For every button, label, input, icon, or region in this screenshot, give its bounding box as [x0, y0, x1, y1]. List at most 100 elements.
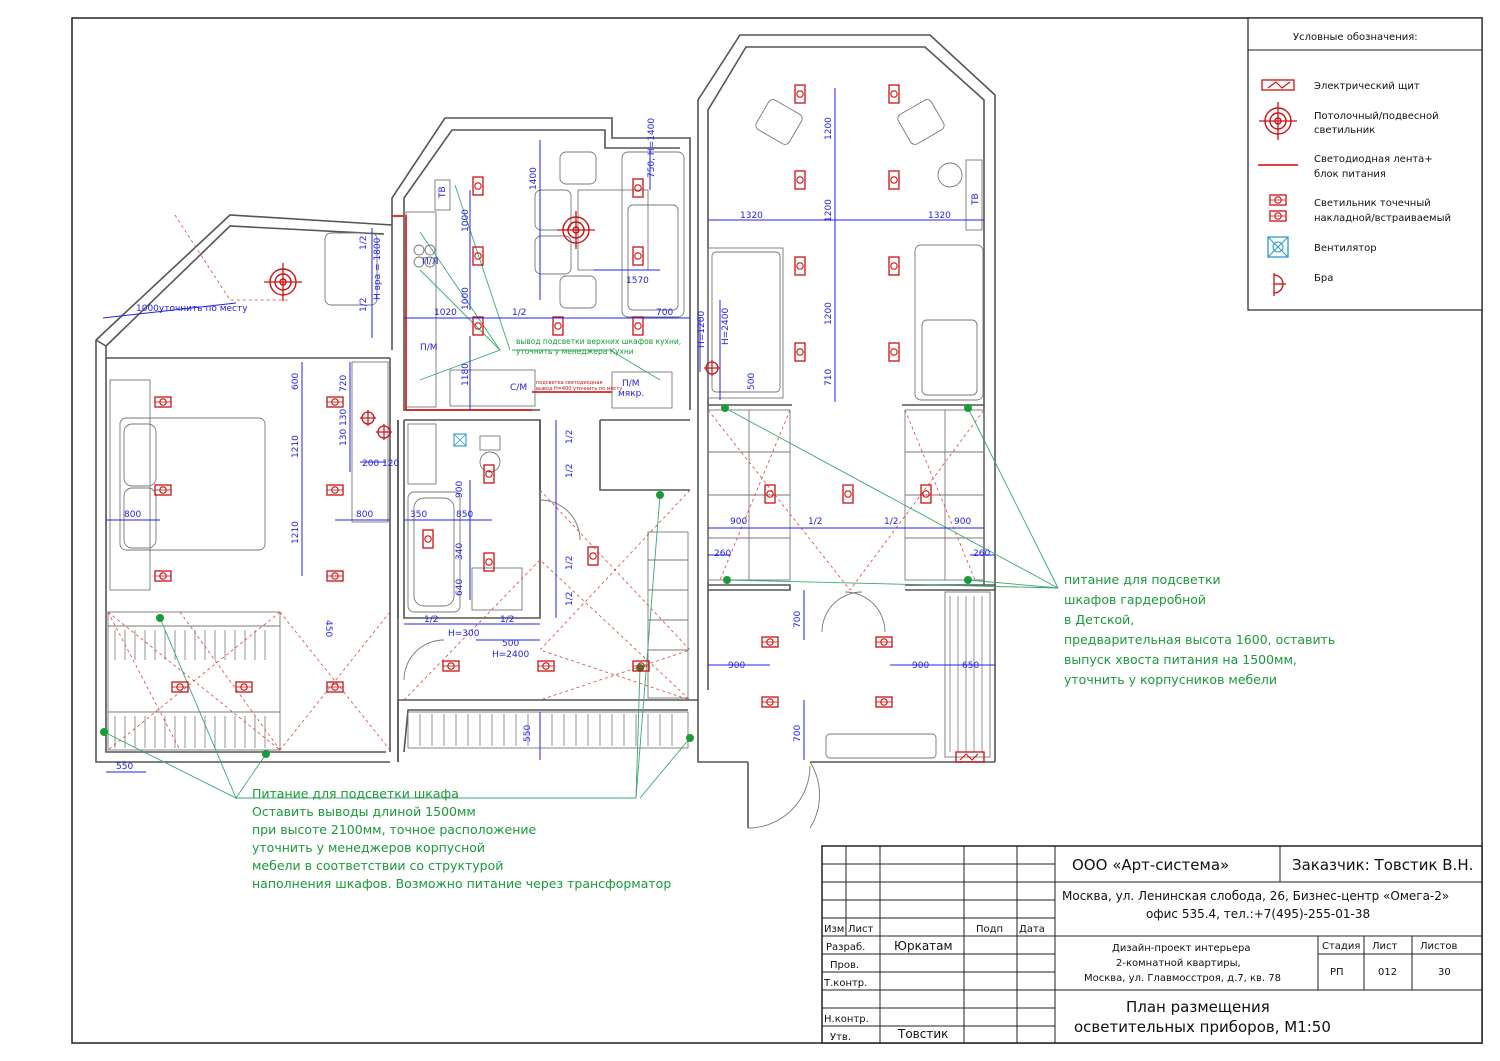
note-line: выпуск хвоста питания на 1500мм,	[1064, 652, 1297, 667]
stage-header: Стадия	[1322, 941, 1360, 952]
dim-label: 120	[382, 459, 399, 469]
legend: Условные обозначения: Электрический щит …	[1247, 17, 1483, 311]
role-label: Утв.	[830, 1032, 851, 1043]
dim-label: 130	[339, 409, 349, 426]
dim-label: 850	[456, 510, 473, 520]
wardrobe-note-right: питание для подсветки шкафов гардеробной…	[1064, 572, 1335, 687]
note-line: в Детской,	[1064, 612, 1134, 627]
note-line: предварительная высота 1600, оставить	[1064, 632, 1335, 647]
role-label: Т.контр.	[823, 978, 867, 989]
dimension-lines	[102, 88, 995, 773]
dim-label: 1570	[626, 276, 649, 286]
legend-title: Условные обозначения:	[1293, 32, 1418, 43]
sheets-value: 30	[1438, 967, 1451, 978]
role-name: Товстик	[897, 1027, 948, 1041]
legend-label: светильник	[1314, 125, 1375, 136]
dim-label: 900	[728, 661, 745, 671]
dim-label: 260	[714, 549, 731, 559]
dim-label: 700	[793, 725, 803, 742]
appliance-label: С/М	[510, 383, 527, 393]
header-podp: Подп	[976, 924, 1003, 935]
note-line: Оставить выводы длиной 1500мм	[252, 804, 476, 819]
dim-label: 700	[656, 308, 673, 318]
dim-label: 350	[410, 510, 427, 520]
stage-value: РП	[1330, 967, 1344, 978]
company-address: Москва, ул. Ленинская слобода, 26, Бизне…	[1062, 889, 1449, 903]
note-line: Питание для подсветки шкафа	[252, 786, 459, 801]
dim-label: 550	[523, 725, 533, 742]
note-line: уточнить у менеджеров корпусной	[252, 840, 485, 855]
dim-label: 1210	[291, 521, 301, 544]
legend-label: блок питания	[1314, 169, 1386, 180]
dim-label: 130	[339, 429, 349, 446]
legend-label: Светильник точечный	[1314, 198, 1431, 209]
role-label: Разраб.	[826, 942, 865, 953]
dim-label: 600	[291, 373, 301, 390]
dim-label: 1/2	[424, 615, 438, 625]
dim-label: 260	[973, 549, 990, 559]
tv-label: ТВ	[971, 193, 981, 206]
legend-label: Бра	[1314, 273, 1333, 284]
note-line: питание для подсветки	[1064, 572, 1221, 587]
dim-label: 1180	[461, 363, 471, 386]
dim-label: 340	[455, 543, 465, 560]
dim-label: 1210	[291, 435, 301, 458]
header-list: Лист	[848, 924, 874, 935]
spot-lights	[154, 84, 932, 708]
electrical-panel	[955, 751, 985, 763]
dim-label: H=2400	[492, 650, 529, 660]
dim-label: 1/2	[359, 298, 369, 312]
dim-label: 550	[116, 762, 133, 772]
role-label: Пров.	[830, 960, 859, 971]
ceiling-lamp	[556, 210, 596, 250]
kitchen-strip-note: подсветка светодиодная	[536, 380, 602, 386]
dim-label: H=1200	[697, 311, 707, 348]
dim-label: 1200	[824, 117, 834, 140]
legend-label: накладной/встраиваемый	[1314, 213, 1451, 224]
appliance-label: П/М	[622, 379, 640, 389]
drawing-title: План размещения	[1126, 998, 1270, 1016]
dim-label: 1/2	[884, 517, 898, 527]
note-line: уточнить у корпусников мебели	[1064, 672, 1277, 687]
sheets-header: Листов	[1420, 941, 1457, 952]
note-line: наполнения шкафов. Возможно питание чере…	[252, 876, 671, 891]
dim-label: 1/2	[512, 308, 526, 318]
note-line: мебели в соответствии со структурой	[252, 858, 503, 873]
dim-label: 1200	[824, 302, 834, 325]
dim-label: 200	[362, 459, 379, 469]
dim-label: 1400	[529, 167, 539, 190]
dim-label: 900	[455, 481, 465, 498]
dim-label: 1/2	[565, 592, 575, 606]
dim-label: H=2400	[721, 308, 731, 345]
dim-label: 650	[962, 661, 979, 671]
header-izm: Изм	[824, 924, 844, 935]
dim-label: 800	[124, 510, 141, 520]
legend-label: Электрический щит	[1314, 81, 1420, 92]
ceiling-lamp	[263, 262, 303, 302]
led-strips	[392, 215, 612, 411]
legend-label: Светодиодная лента+	[1314, 154, 1433, 165]
note-line: шкафов гардеробной	[1064, 592, 1206, 607]
sheet-header: Лист	[1372, 941, 1398, 952]
dim-label: 900	[912, 661, 929, 671]
dim-label: 450	[323, 620, 333, 637]
dimension-labels: 1000уточнить по месту 1/2 1/2 H вра = 18…	[116, 117, 990, 772]
project-line: 2-комнатной квартиры,	[1116, 958, 1241, 969]
legend-label: Вентилятор	[1314, 243, 1377, 254]
dim-label: 1000	[461, 287, 471, 310]
dim-label: 900	[954, 517, 971, 527]
dim-label: 1200	[824, 199, 834, 222]
header-data: Дата	[1019, 924, 1045, 935]
dim-label: 1/2	[808, 517, 822, 527]
cable-runs	[103, 184, 1059, 799]
cable-endpoints	[100, 404, 972, 758]
dim-label: 1000	[461, 209, 471, 232]
electrical-panel-icon	[1261, 79, 1295, 91]
dim-label: 1/2	[565, 556, 575, 570]
legend-label: Потолочный/подвесной	[1314, 111, 1439, 122]
dim-label: 700	[793, 611, 803, 628]
company-name: ООО «Арт-система»	[1072, 856, 1229, 874]
light-wiring-dashes	[107, 214, 985, 751]
balcony-note: 1000уточнить по месту	[136, 304, 248, 314]
fan	[453, 433, 467, 447]
